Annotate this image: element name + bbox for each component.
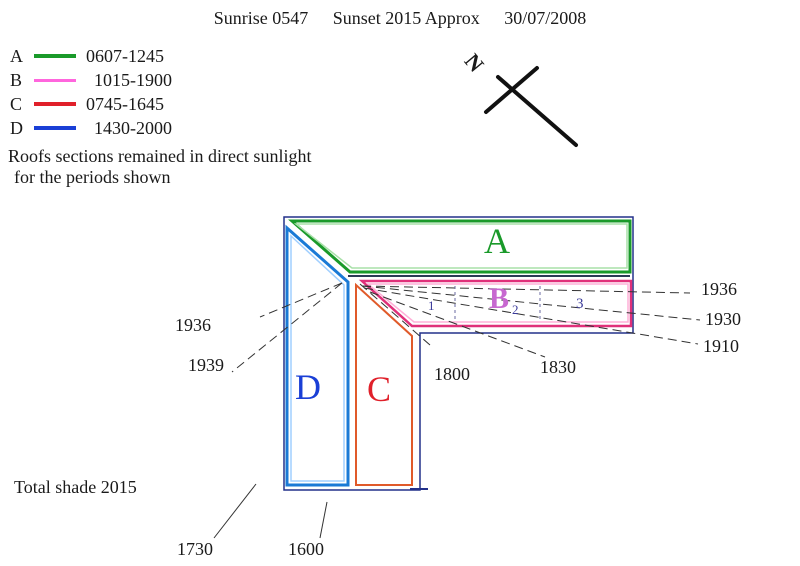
shadow-lines xyxy=(213,282,701,539)
time-label-1800: 1800 xyxy=(434,364,470,384)
legend-item-b: B 1015-1900 xyxy=(10,68,172,92)
note-line-1: Roofs sections remained in direct sunlig… xyxy=(8,146,312,166)
legend-swatch xyxy=(34,102,76,106)
legend-swatch xyxy=(34,126,76,130)
section-d-inner xyxy=(290,234,345,482)
section-b-dividers xyxy=(454,286,541,322)
section-c-outline xyxy=(355,282,413,486)
time-label-1930: 1930 xyxy=(705,309,741,329)
legend-item-a: A 0607-1245 xyxy=(10,44,172,68)
header: Sunrise 0547 Sunset 2015 Approx 30/07/20… xyxy=(0,8,800,29)
section-b-inner xyxy=(365,283,629,323)
legend-letter: D xyxy=(10,117,23,138)
time-label-1936-right: 1936 xyxy=(701,279,737,299)
legend-swatch xyxy=(34,54,76,58)
legend-range: 1015-1900 xyxy=(94,69,172,90)
legend-range: 0745-1645 xyxy=(86,93,164,114)
section-a-outline xyxy=(288,219,632,274)
time-label-1730: 1730 xyxy=(177,539,213,559)
legend: A 0607-1245 B 1015-1900 C 0745-1645 D 14… xyxy=(10,44,172,140)
time-label-1600: 1600 xyxy=(288,539,324,559)
legend-letter: C xyxy=(10,93,23,114)
legend-item-d: D 1430-2000 xyxy=(10,116,172,140)
time-label-1910: 1910 xyxy=(703,336,739,356)
section-a-inner xyxy=(293,223,628,269)
legend-range: 0607-1245 xyxy=(86,45,164,66)
note-line-2: for the periods shown xyxy=(14,167,171,187)
section-b-label: B xyxy=(489,282,510,315)
section-d-label: D xyxy=(295,367,321,407)
sunlight-note: Roofs sections remained in direct sunlig… xyxy=(8,146,311,188)
building-outline xyxy=(283,216,634,491)
time-label-1936-left: 1936 xyxy=(175,315,211,335)
sunset-text: Sunset 2015 Approx xyxy=(332,8,480,28)
section-b-sub-3: 3 xyxy=(576,296,584,312)
legend-range: 1430-2000 xyxy=(94,117,172,138)
legend-item-c: C 0745-1645 xyxy=(10,92,172,116)
legend-letter: B xyxy=(10,69,23,90)
total-shade-label: Total shade 2015 xyxy=(14,477,137,497)
legend-swatch xyxy=(34,78,76,82)
section-b-sub-1: 1 xyxy=(428,298,435,313)
section-a-label: A xyxy=(484,221,510,261)
time-label-1939: 1939 xyxy=(188,355,224,375)
sunrise-text: Sunrise 0547 xyxy=(213,8,309,28)
section-d-outline xyxy=(285,224,350,487)
date-text: 30/07/2008 xyxy=(504,8,587,28)
section-c-label: C xyxy=(367,369,392,409)
section-b-sub-2: 2 xyxy=(512,302,519,317)
section-b-outline xyxy=(358,279,633,328)
legend-letter: A xyxy=(10,45,23,66)
compass-arrow xyxy=(484,66,578,147)
time-label-1830: 1830 xyxy=(540,357,576,377)
